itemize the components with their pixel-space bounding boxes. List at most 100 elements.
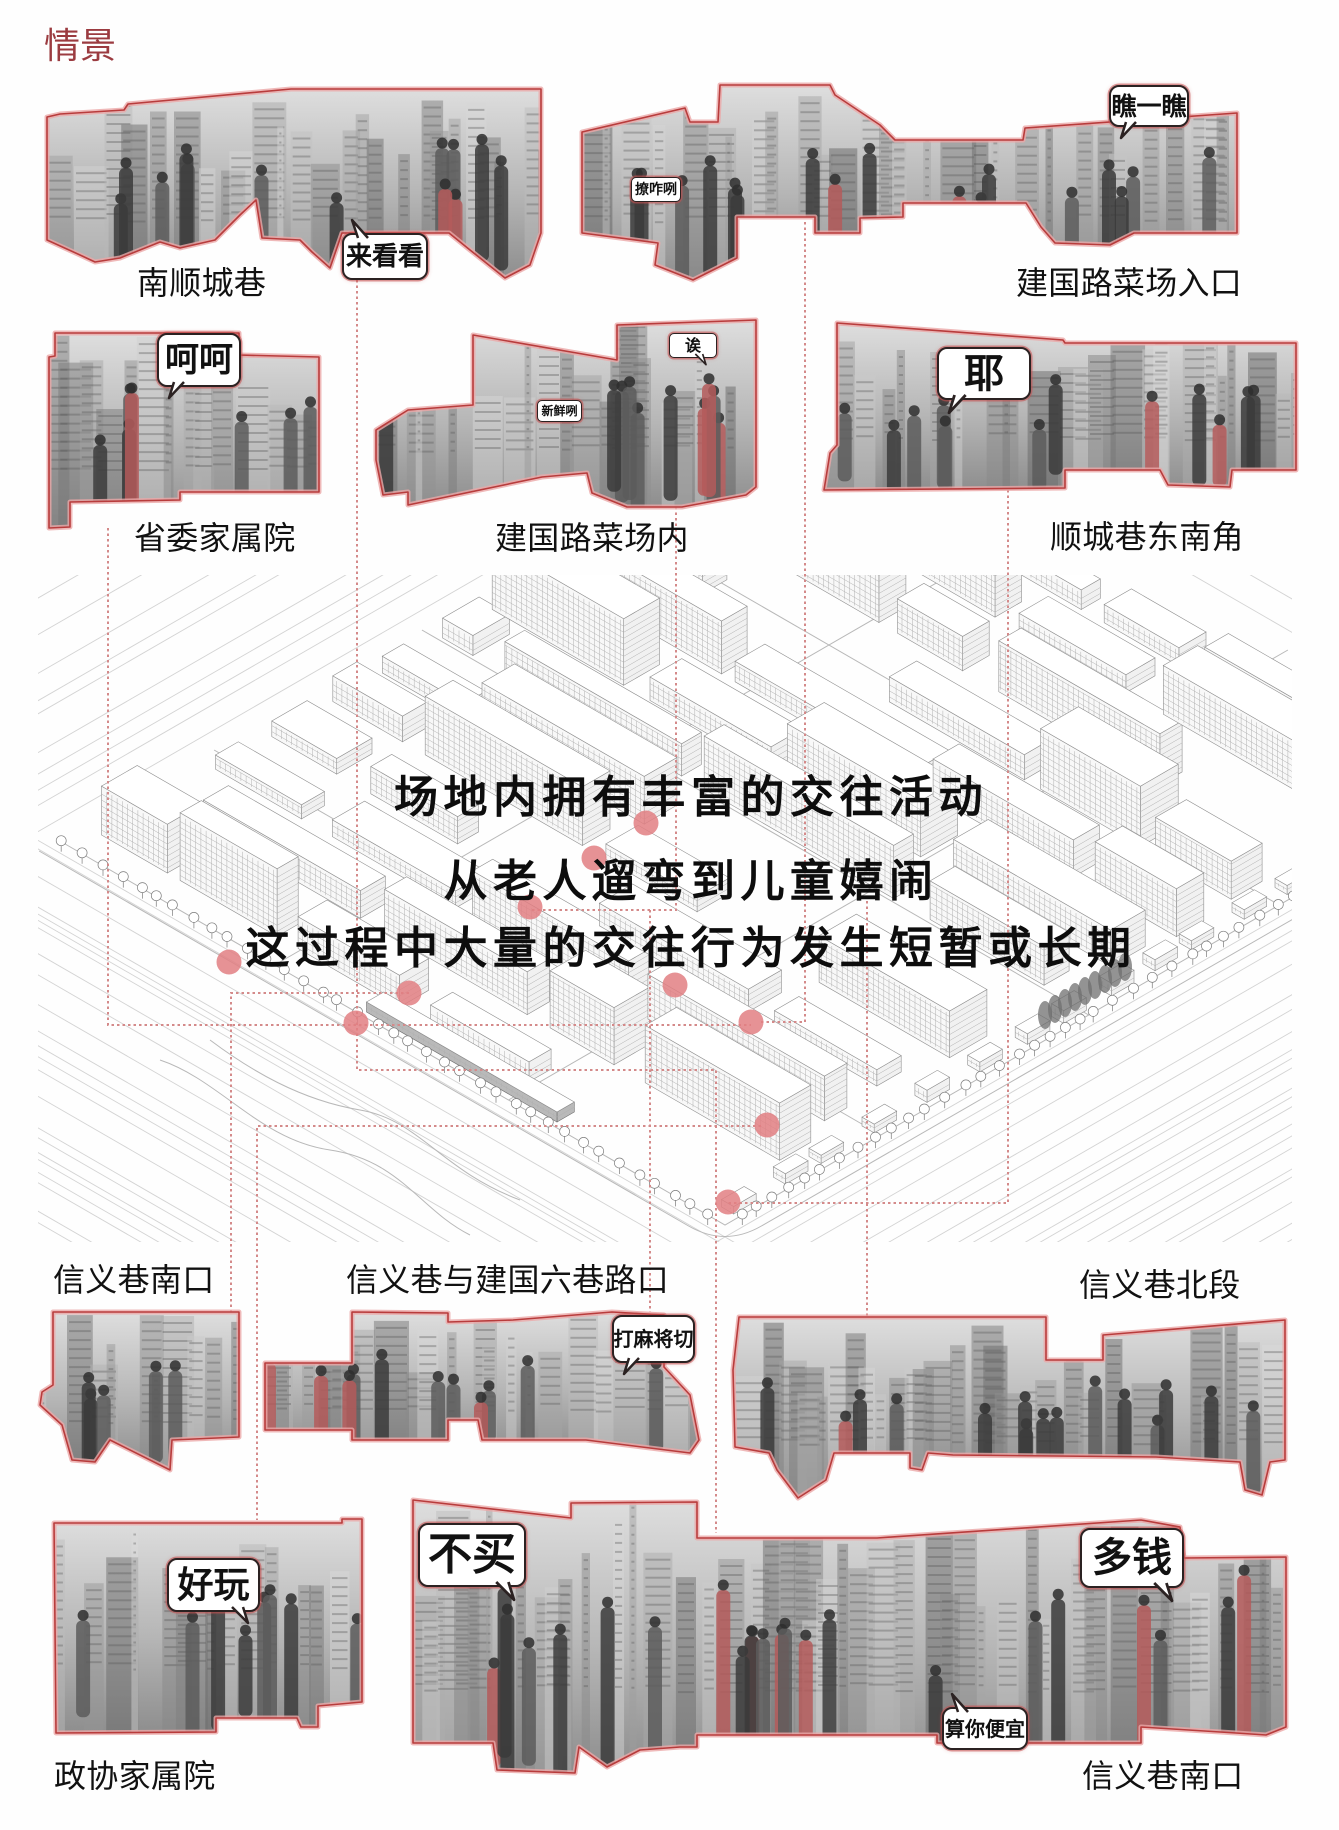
photo-texture — [47, 99, 541, 278]
speech-tail-icon — [350, 218, 369, 239]
interaction-point — [738, 1009, 764, 1035]
scene-photo-nan-shuncheng-xiang — [44, 86, 544, 281]
building — [365, 991, 575, 1123]
speech-bubble-hao-wan: 好玩 — [167, 1558, 260, 1625]
building — [1178, 920, 1215, 951]
building — [179, 800, 299, 937]
scene-label-shengwei-compound: 省委家属院 — [134, 519, 296, 557]
photo-texture — [413, 1500, 1283, 1773]
building — [424, 679, 611, 847]
tree-cluster — [1118, 953, 1132, 981]
speech-tail-icon — [1119, 121, 1137, 140]
speech-tail-icon — [622, 1357, 640, 1376]
speech-bubble-lai-kan-kan: 来看看 — [342, 218, 428, 280]
leader-lines — [107, 222, 1009, 1533]
speech-bubble-text: 多钱 — [1092, 1534, 1172, 1581]
speech-tail-icon — [167, 381, 185, 400]
speech-bubble-liao-za-lie: 撩咋咧 — [631, 177, 681, 202]
speech-tail-icon — [694, 353, 707, 366]
building — [549, 949, 651, 1066]
speech-bubble-suan-ni-pianyi: 算你便宜 — [942, 1692, 1028, 1750]
interaction-point — [517, 894, 543, 920]
building — [383, 876, 550, 1016]
interaction-point — [754, 1112, 780, 1138]
speech-bubble-text: 瞧一瞧 — [1111, 91, 1187, 121]
building — [1018, 595, 1156, 694]
building — [1020, 575, 1101, 611]
leader-line-southeast-corner — [728, 490, 1009, 1204]
speech-bubble-ei: 诶 — [669, 333, 717, 366]
building — [491, 575, 661, 686]
speech-bubble-text: 新鲜咧 — [541, 404, 578, 418]
page-title: 情景 — [44, 26, 117, 67]
building — [370, 754, 480, 845]
scene-photo-xinyi-south-entrance-left — [37, 1309, 242, 1473]
building — [271, 700, 373, 775]
speech-bubble-bu-mai: 不买 — [418, 1523, 526, 1602]
building — [888, 660, 1053, 781]
building — [605, 824, 730, 913]
speech-bubble-text: 不买 — [428, 1529, 516, 1580]
speech-tail-icon — [950, 1692, 969, 1713]
building — [952, 819, 1146, 967]
building — [644, 1007, 812, 1161]
building — [1231, 889, 1268, 920]
speech-bubble-text: 呵呵 — [165, 340, 233, 380]
headline-line-2: 从老人遛弯到儿童嬉闹 — [443, 856, 939, 907]
scene-label-shuncheng-southeast-corner: 顺城巷东南角 — [1050, 518, 1244, 556]
speech-tail-icon — [947, 394, 967, 415]
street-trees — [55, 835, 1292, 1225]
building — [772, 1153, 809, 1185]
speech-bubble-he-he: 呵呵 — [157, 333, 241, 400]
interaction-point — [633, 810, 659, 836]
scene-photo-shuncheng-southeast-corner — [821, 320, 1299, 493]
speech-bubble-text: 算你便宜 — [945, 1716, 1025, 1741]
speech-bubble-text: 诶 — [684, 335, 701, 355]
building — [896, 583, 990, 672]
building — [773, 996, 902, 1087]
leader-line-market-inside — [530, 507, 677, 911]
scene-label-xinyi-south-entrance-right: 信义巷南口 — [1082, 1757, 1244, 1795]
interaction-point — [216, 949, 242, 975]
scene-label-xinyi-jianguo-crossing: 信义巷与建国六巷路口 — [346, 1261, 670, 1299]
speech-tail-icon — [1153, 1582, 1174, 1603]
speech-bubble-text: 好玩 — [177, 1564, 250, 1606]
scene-label-jianguo-market-inside: 建国路菜场内 — [495, 519, 689, 557]
headline-line-3: 这过程中大量的交往行为发生短暂或长期 — [245, 923, 1137, 974]
speech-tail-icon — [495, 1581, 516, 1602]
building — [214, 741, 326, 820]
speech-bubble-qiao-yi-qiao: 瞧一瞧 — [1109, 85, 1189, 140]
speech-bubble-xin-xian-lie: 新鲜咧 — [537, 400, 582, 422]
leader-line-market-entrance — [760, 222, 806, 1023]
building — [703, 724, 914, 900]
building — [1154, 799, 1263, 900]
interaction-point — [396, 980, 422, 1006]
building — [332, 661, 428, 743]
building — [331, 800, 489, 909]
scene-label-xinyi-south-entrance-left: 信义巷南口 — [53, 1261, 215, 1299]
scene-label-jianguo-market-entrance: 建国路菜场入口 — [1016, 264, 1243, 302]
leader-line-zhengxie — [256, 1125, 761, 1520]
speech-bubble-text: 撩咋咧 — [635, 181, 677, 198]
interaction-point — [662, 972, 688, 998]
building — [929, 866, 1070, 986]
leader-line-nanshuncheng — [356, 280, 717, 1533]
interaction-point — [581, 845, 607, 871]
speech-bubble-text: 打麻将切 — [613, 1327, 694, 1351]
building-blocks — [100, 575, 1292, 1215]
scene-label-nan-shuncheng-xiang: 南顺城巷 — [137, 264, 267, 302]
speech-bubble-da-majiang-qie: 打麻将切 — [612, 1315, 695, 1376]
interaction-points — [216, 810, 780, 1215]
speech-bubble-duo-qian: 多钱 — [1080, 1528, 1184, 1603]
building — [967, 1041, 1003, 1073]
building — [1162, 645, 1292, 789]
interaction-point — [715, 1189, 741, 1215]
headline-line-1: 场地内拥有丰富的交往活动 — [394, 772, 988, 823]
scene-label-xinyi-north-section: 信义巷北段 — [1079, 1266, 1241, 1304]
leader-line-xinyi-south-left — [230, 992, 409, 1312]
